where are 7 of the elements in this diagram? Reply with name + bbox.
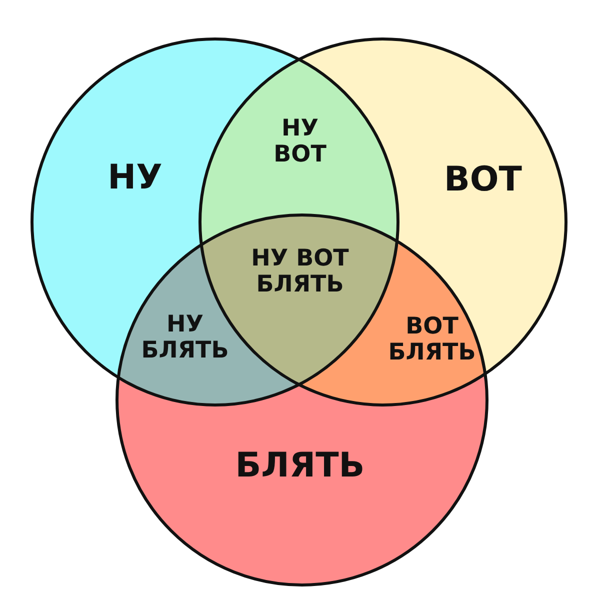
overlap-label: ВОТ БЛЯТЬ <box>372 314 492 366</box>
set-label: БЛЯТЬ <box>220 446 380 486</box>
set-label: НУ <box>85 158 185 198</box>
overlap-label: НУ ВОТ БЛЯТЬ <box>235 246 365 298</box>
set-label: ВОТ <box>428 160 538 200</box>
overlap-label: НУ ВОТ <box>255 116 345 168</box>
overlap-label: НУ БЛЯТЬ <box>125 312 245 364</box>
